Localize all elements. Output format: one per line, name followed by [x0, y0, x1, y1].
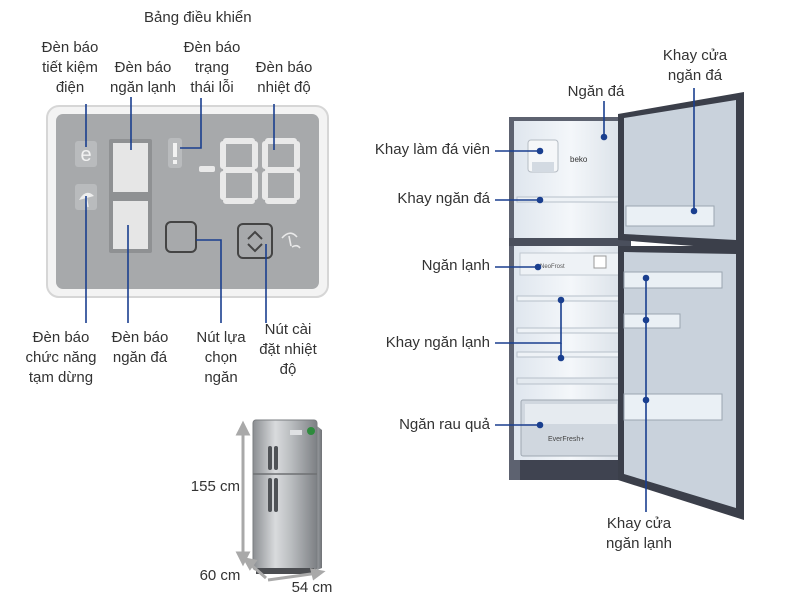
label-fridge: Ngăn lạnh: [421, 257, 490, 274]
label-line: ngăn đá: [667, 67, 723, 84]
label-line: nhiệt độ: [257, 79, 311, 96]
label-line: Đèn báo: [114, 59, 172, 76]
label-line: chọn: [204, 349, 238, 366]
label-line: Đèn báo: [183, 39, 241, 56]
label-eco-indicator: Đèn báo tiết kiệm điện: [30, 38, 110, 98]
control-panel: e: [46, 105, 329, 298]
fridge-callout-lines: [495, 88, 698, 512]
label-line: độ: [279, 361, 297, 378]
control-panel-title: Bảng điều khiển: [144, 9, 252, 26]
label-line: Đèn báo: [41, 39, 99, 56]
dimension-depth: 60 cm: [199, 567, 241, 584]
label-fridge-indicator: Đèn báo ngăn lạnh: [101, 58, 185, 98]
label-line: Đèn báo: [111, 329, 169, 346]
brand-logo: beko: [570, 155, 588, 164]
label-pause-indicator: Đèn báo chức năng tạm dừng: [16, 328, 106, 388]
everfresh-label: EverFresh+: [548, 436, 584, 443]
label-temp-indicator: Đèn báo nhiệt độ: [244, 58, 324, 98]
label-line: ngăn lạnh: [110, 79, 176, 96]
label-select-button: Nút lựa chọn ngăn: [186, 328, 256, 388]
temperature-display: [199, 138, 300, 204]
label-line: Đèn báo: [32, 329, 90, 346]
label-freezer: Ngăn đá: [567, 83, 625, 100]
label-line: trạng: [194, 59, 230, 76]
label-freezer-door-tray: Khay cửa ngăn đá: [650, 46, 740, 86]
panel-callout-lines: [85, 97, 275, 323]
label-line: Khay cửa: [606, 515, 672, 532]
label-line: Nút lựa: [196, 329, 246, 346]
error-icon: [168, 138, 182, 168]
label-line: Đèn báo: [255, 59, 313, 76]
label-line: tạm dừng: [28, 369, 94, 386]
dimension-lines: [235, 420, 326, 582]
label-line: ngăn: [204, 369, 238, 386]
label-freezer-indicator: Đèn báo ngăn đá: [100, 328, 180, 368]
dimension-height: 155 cm: [190, 478, 240, 495]
label-line: đặt nhiệt: [259, 341, 317, 358]
neofrost-label: NeoFrost: [540, 264, 565, 270]
fridge-exterior-view: [252, 419, 322, 574]
label-error-indicator: Đèn báo trạng thái lỗi: [172, 38, 252, 98]
label-line: thái lỗi: [190, 79, 234, 96]
label-line: ngăn đá: [112, 349, 168, 366]
child-lock-icon: [281, 232, 301, 249]
label-freezer-shelf: Khay ngăn đá: [397, 190, 490, 207]
label-fridge-shelf: Khay ngăn lạnh: [385, 334, 490, 351]
label-fridge-door-tray: Khay cửa ngăn lạnh: [596, 514, 682, 554]
dimension-width: 54 cm: [291, 579, 333, 596]
label-line: chức năng: [25, 349, 97, 366]
label-temp-button: Nút cài đặt nhiệt độ: [248, 320, 328, 380]
eco-icon: e: [75, 141, 97, 167]
fridge-open-view: beko NeoFrost EverFresh+: [509, 92, 744, 520]
label-line: Nút cài: [264, 321, 312, 338]
select-compartment-button[interactable]: [165, 221, 197, 253]
set-temperature-button[interactable]: [237, 223, 273, 259]
label-line: ngăn lạnh: [606, 535, 672, 552]
label-ice-tray: Khay làm đá viên: [374, 141, 490, 158]
label-line: tiết kiệm: [42, 59, 98, 76]
eco-icon-letter: e: [80, 144, 91, 166]
fridge-freezer-indicator-blocks: [109, 139, 152, 253]
label-crisper: Ngăn rau quả: [399, 416, 490, 433]
label-line: điện: [55, 79, 85, 96]
label-line: Khay cửa: [662, 47, 728, 64]
